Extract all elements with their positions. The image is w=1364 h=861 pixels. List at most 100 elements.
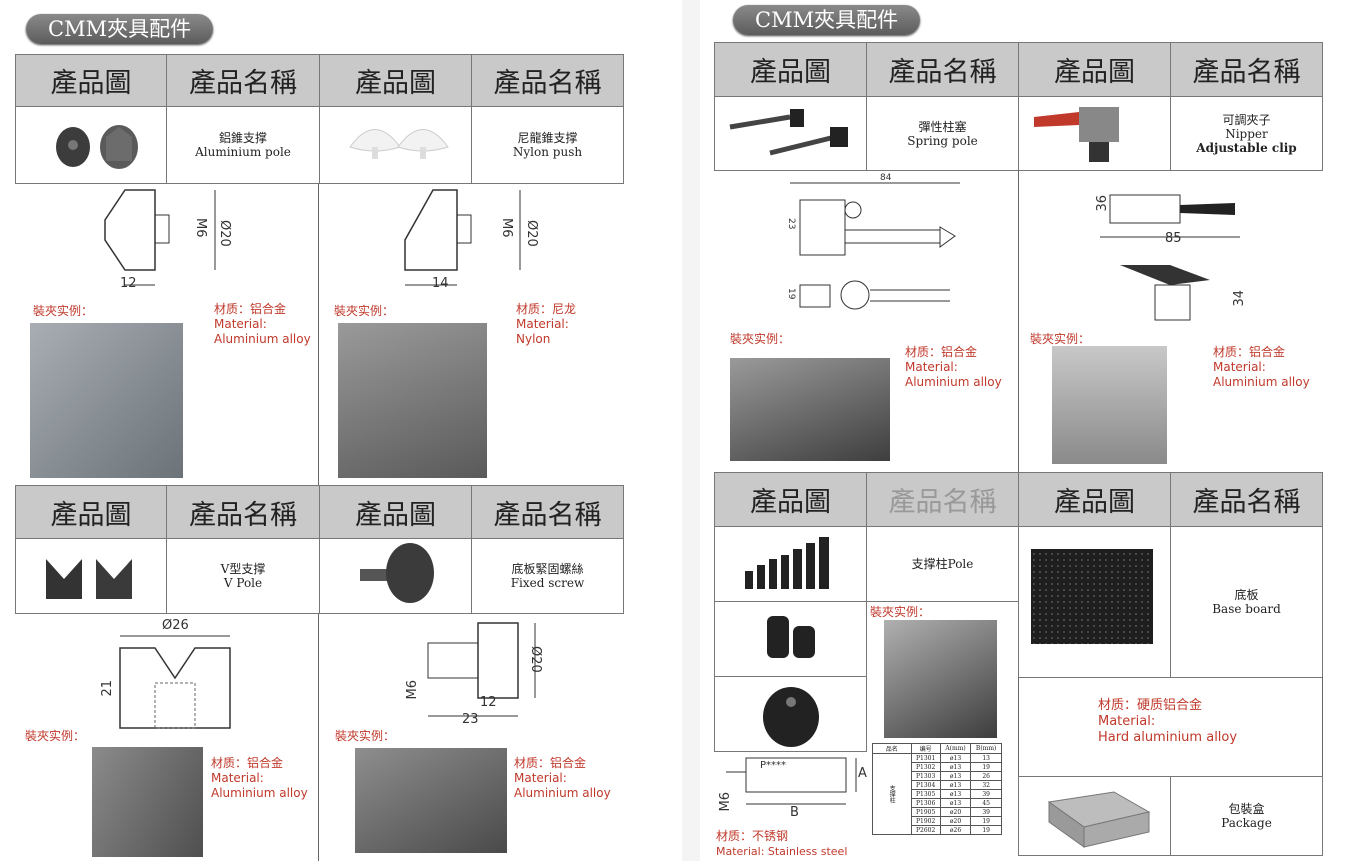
material-info: 材质：尼龙 Material: Nylon: [516, 302, 576, 347]
example-label: 裝夾实例：: [1030, 332, 1091, 346]
material-label: Material:: [1098, 714, 1156, 729]
spec-col-a: A(mm): [939, 743, 972, 754]
material-en: Material: Stainless steel: [716, 845, 848, 858]
dimension-thread: M6: [718, 792, 733, 812]
fixed-screw-drawing: [427, 622, 536, 717]
product-photo-package: [1018, 776, 1171, 856]
fixed-screw-example-photo: [355, 748, 507, 853]
material-info: 材质：铝合金 Material: Aluminium alloy: [905, 345, 1002, 390]
material-label: Material:: [516, 317, 569, 331]
spec-cell: P1305: [910, 789, 941, 799]
header-product-name: 產品名稱: [471, 54, 624, 107]
section-badge: CMM夾具配件: [26, 14, 214, 44]
material-info: 材质：铝合金 Material: Aluminium alloy: [214, 302, 311, 347]
spec-cell: ø13: [939, 771, 972, 781]
v-pole-example-photo: [92, 747, 203, 857]
column-divider: [1018, 170, 1019, 472]
material-cn: 材质：铝合金: [214, 302, 287, 316]
v-pole-drawing: [119, 635, 231, 729]
product-name-en: Nipper: [1225, 126, 1268, 141]
dimension-thread: M6: [499, 218, 514, 238]
spec-product-name: 支撑柱: [872, 753, 912, 835]
material-label: Material:: [514, 771, 567, 785]
nylon-push-drawing: [404, 189, 521, 286]
section-badge: CMM夾具配件: [733, 5, 921, 35]
dimension-total-length: 23: [462, 712, 479, 727]
spec-cell: 39: [970, 789, 1002, 799]
material-label: Material:: [211, 771, 264, 785]
dimension-width: Ø26: [162, 618, 189, 633]
product-photo-pole-short: [714, 601, 867, 677]
column-divider: [1018, 677, 1019, 777]
example-label: 裝夾实例：: [33, 304, 94, 318]
material-label: Material:: [214, 317, 267, 331]
nylon-push-image: [349, 129, 449, 159]
package-case-image: [1047, 791, 1151, 848]
spec-col-name: 品名: [872, 743, 912, 754]
spec-col-code: 编号: [910, 743, 941, 754]
spec-cell: 39: [970, 807, 1002, 817]
material-en: Aluminium alloy: [514, 786, 611, 800]
spec-cell: P1306: [910, 798, 941, 808]
material-en: Aluminium alloy: [214, 332, 311, 346]
spec-cell: 19: [970, 762, 1002, 772]
header-product-image: 產品圖: [1018, 42, 1171, 97]
product-name-cn: 可調夾子: [1222, 112, 1271, 127]
product-name-cn: 底板: [1234, 588, 1259, 602]
spec-col-b: B(mm): [970, 743, 1002, 754]
spec-cell: ø26: [939, 825, 972, 835]
dimension-head-length: 12: [480, 695, 497, 710]
base-board-image: [1031, 549, 1153, 644]
column-divider: [318, 613, 319, 861]
material-cn: 材质：铝合金: [211, 756, 284, 770]
product-name-fixed-screw: 底板緊固螺絲 Fixed screw: [471, 538, 624, 614]
spec-table-header: 品名 编号 A(mm) B(mm): [872, 743, 1002, 754]
product-photo-aluminium-pole: [15, 106, 167, 184]
spec-cell: ø13: [939, 762, 972, 772]
adjustable-clip-image: [1034, 107, 1119, 162]
fixed-screw-image: [360, 543, 434, 603]
spec-cell: ø13: [939, 798, 972, 808]
material-cn: 材质：不锈钢: [716, 829, 789, 843]
v-pole-image: [46, 559, 132, 599]
spec-cell: 32: [970, 780, 1002, 790]
example-label: 裝夾实例：: [335, 729, 396, 743]
material-en: Aluminium alloy: [1213, 375, 1310, 389]
spec-cell: 13: [970, 753, 1002, 763]
material-info: 材质：铝合金 Material: Aluminium alloy: [211, 756, 308, 801]
product-name-v-pole: V型支撑 V Pole: [166, 538, 320, 614]
spec-cell: P1303: [910, 771, 941, 781]
header-product-name: 產品名稱: [1170, 472, 1323, 527]
dimension-height: 23: [786, 218, 796, 230]
product-photo-adjustable-clip: [1018, 96, 1171, 171]
product-photo-nylon-push: [319, 106, 472, 184]
material-cn: 材质：铝合金: [905, 345, 978, 359]
pole-wide-image: [763, 687, 819, 747]
header-product-image: 產品圖: [714, 42, 867, 97]
product-name-en: Base board: [1212, 602, 1281, 616]
material-cn: 材质：铝合金: [514, 756, 587, 770]
spec-cell: P1301: [910, 753, 941, 763]
product-name-en: Aluminium pole: [195, 145, 291, 159]
spec-cell: 19: [970, 816, 1002, 826]
pole-example-photo: [884, 620, 997, 738]
product-name-en: V Pole: [223, 576, 263, 590]
example-label: 裝夾实例：: [730, 332, 791, 346]
dimension-base-height: 19: [786, 288, 796, 300]
header-product-name: 產品名稱: [1170, 42, 1323, 97]
product-photo-fixed-screw: [319, 538, 472, 614]
spec-cell: P2602: [910, 825, 941, 835]
material-info: 材质：铝合金 Material: Aluminium alloy: [514, 756, 611, 801]
dimension-length: 12: [120, 276, 137, 291]
page-gutter: [682, 0, 700, 861]
aluminium-pole-image: [56, 125, 138, 169]
adjustable-clip-example-photo: [1052, 346, 1167, 464]
spec-cell: ø13: [939, 753, 972, 763]
product-name-nylon-push: 尼龍錐支撑 Nylon push: [471, 106, 624, 184]
product-name-cn: 底板緊固螺絲: [511, 562, 584, 576]
header-product-name: 產品名稱: [866, 42, 1019, 97]
example-label: 裝夾实例：: [25, 729, 86, 743]
header-product-image: 產品圖: [15, 54, 167, 107]
dimension-diameter: Ø20: [524, 220, 539, 247]
right-catalog-page: CMM夾具配件 產品圖 產品名稱 產品圖 產品名稱 彈性柱塞 Spring po…: [700, 0, 1364, 861]
